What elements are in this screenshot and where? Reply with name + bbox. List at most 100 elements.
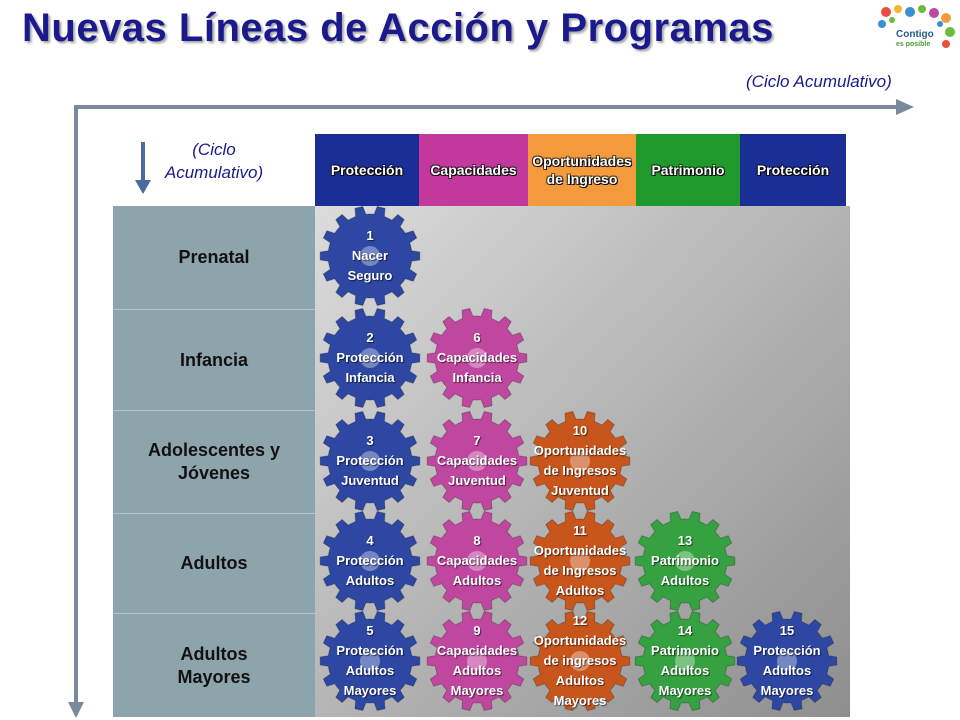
program-text-line: Mayores bbox=[343, 683, 397, 698]
gear-icon bbox=[426, 510, 528, 612]
program-text-line: Protección bbox=[336, 553, 404, 568]
program-text-line: Oportunidades bbox=[533, 633, 627, 648]
category-patrimonio: Patrimonio bbox=[636, 134, 740, 206]
gear-icon bbox=[319, 610, 421, 712]
program-number: 4 bbox=[366, 533, 374, 548]
gear-icon bbox=[736, 610, 838, 712]
program-number: 7 bbox=[473, 433, 481, 448]
program-text-line: Capacidades bbox=[436, 453, 518, 468]
program-number: 9 bbox=[473, 623, 481, 638]
program-text-line: Juventud bbox=[341, 473, 399, 488]
contigo-logo bbox=[866, 0, 960, 60]
top-axis-label: (Ciclo Acumulativo) bbox=[746, 72, 892, 91]
category-oportunidades: Oportunidades de Ingreso bbox=[528, 134, 636, 206]
gear-icon bbox=[634, 610, 736, 712]
stage-infancia: Infancia bbox=[113, 310, 315, 411]
program-text-line: Infancia bbox=[345, 370, 395, 385]
stage-adultos: Adultos bbox=[113, 514, 315, 614]
gear-icon bbox=[319, 307, 421, 409]
program-text-line: Capacidades bbox=[436, 553, 518, 568]
program-number: 13 bbox=[677, 533, 693, 548]
stage-adolescentes: Adolescentes y Jóvenes bbox=[113, 411, 315, 514]
program-text-line: Capacidades bbox=[436, 350, 518, 365]
program-number: 1 bbox=[366, 228, 374, 243]
program-text-line: Oportunidades bbox=[533, 443, 627, 458]
category-proteccion-mayores: Protección bbox=[740, 134, 846, 206]
gear-icon bbox=[426, 307, 528, 409]
program-number: 14 bbox=[677, 623, 693, 638]
program-number: 2 bbox=[366, 330, 374, 345]
program-number: 6 bbox=[473, 330, 481, 345]
logo-tagline: es posible bbox=[896, 41, 931, 48]
program-text-line: Mayores bbox=[658, 683, 712, 698]
program-text-line: Nacer bbox=[351, 248, 389, 263]
vertical-axis-arrow bbox=[68, 108, 84, 718]
program-text-line: Protección bbox=[336, 643, 404, 658]
gear-icon bbox=[634, 510, 736, 612]
logo-text: Contigo es posible bbox=[896, 30, 934, 50]
category-proteccion: Protección bbox=[315, 134, 419, 206]
stage-prenatal: Prenatal bbox=[113, 206, 315, 310]
gear-icon bbox=[319, 205, 421, 307]
program-text-line: Adultos bbox=[345, 663, 395, 678]
program-text-line: Adultos bbox=[555, 583, 605, 598]
horizontal-axis-arrow bbox=[74, 99, 914, 115]
program-text-line: Mayores bbox=[450, 683, 504, 698]
gear-icon bbox=[426, 610, 528, 712]
program-text-line: Mayores bbox=[553, 693, 607, 708]
program-text-line: Adultos bbox=[452, 573, 502, 588]
gear-icon bbox=[529, 510, 631, 612]
program-text-line: Capacidades bbox=[436, 643, 518, 658]
down-arrow-icon bbox=[135, 142, 151, 194]
stage-adultos-mayores: Adultos Mayores bbox=[177, 643, 251, 687]
program-text-line: Infancia bbox=[452, 370, 502, 385]
program-number: 15 bbox=[779, 623, 795, 638]
program-text-line: Oportunidades bbox=[533, 543, 627, 558]
page-title: Nuevas Líneas de Acción y Programas bbox=[22, 6, 774, 50]
program-number: 8 bbox=[473, 533, 481, 548]
program-text-line: Mayores bbox=[760, 683, 814, 698]
program-text-line: Adultos bbox=[452, 663, 502, 678]
program-text-line: Patrimonio bbox=[651, 553, 719, 568]
gear-icon bbox=[426, 410, 528, 512]
program-number: 11 bbox=[573, 523, 587, 538]
program-number: 3 bbox=[366, 433, 374, 448]
gear-icon bbox=[529, 410, 631, 512]
program-text-line: Protección bbox=[336, 453, 404, 468]
program-text-line: Adultos bbox=[762, 663, 812, 678]
program-text-line: Juventud bbox=[551, 483, 609, 498]
program-text-line: de Ingresos bbox=[543, 463, 617, 478]
gear-icon bbox=[529, 610, 631, 712]
program-text-line: Seguro bbox=[347, 268, 393, 283]
left-axis-label: (Ciclo Acumulativo) bbox=[164, 140, 264, 182]
program-text-line: Juventud bbox=[448, 473, 506, 488]
program-number: 10 bbox=[572, 423, 588, 438]
program-text-line: Adultos bbox=[345, 573, 395, 588]
logo-name: Contigo bbox=[896, 29, 934, 40]
program-text-line: Adultos bbox=[555, 673, 605, 688]
gear-icon bbox=[319, 410, 421, 512]
